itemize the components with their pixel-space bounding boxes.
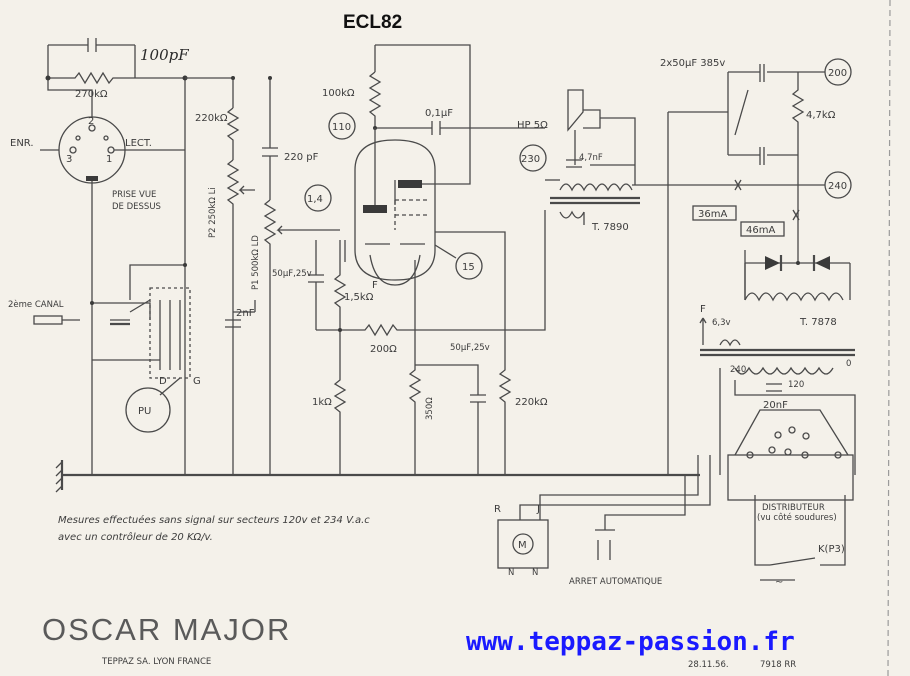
arret-label: ARRET AUTOMATIQUE xyxy=(569,577,662,587)
prise-vue-label: PRISE VUE xyxy=(112,190,156,200)
pu-label: PU xyxy=(138,406,151,417)
enr-label: ENR. xyxy=(10,138,34,149)
v200-label: 200 xyxy=(828,68,847,79)
p1-label: P1 500kΩ LD xyxy=(251,235,261,290)
tap120-label: 120 xyxy=(788,380,804,390)
kp-label: K(P3) xyxy=(818,544,845,555)
tube-title: ECL82 xyxy=(343,12,402,33)
power-supply: 2x50µF 385v 4,7kΩ 200 240 36mA 46mA F 6,… xyxy=(660,58,856,588)
c50u-b-label: 50µF,25v xyxy=(450,343,490,353)
cathode-network: 1,5kΩ 50µF,25v 200Ω 1kΩ 350Ω 50µF,25v 22… xyxy=(272,225,548,475)
c220p-label: 220 pF xyxy=(284,152,319,163)
cathode-f-label: F xyxy=(372,280,378,291)
pin1-label: 1 xyxy=(106,154,112,165)
output-stage: HP 5Ω 4,7nF 230 T. 7890 xyxy=(517,89,798,233)
motor-r-label: R xyxy=(494,504,501,515)
c50u-a-label: 50µF,25v xyxy=(272,269,312,279)
t7890-label: T. 7890 xyxy=(591,222,629,233)
v63-label: 6,3v xyxy=(712,318,731,328)
r1k-label: 1kΩ xyxy=(312,397,332,408)
pin2-label: 2 xyxy=(88,116,94,127)
note-line2: avec un contrôleur de 20 KΩ/v. xyxy=(58,531,213,543)
tap0-label: 0 xyxy=(846,359,851,369)
tap240-label: 240 xyxy=(730,365,746,375)
ground-bus xyxy=(55,460,700,493)
c20n-label: 20nF xyxy=(763,400,788,411)
v240-label: 240 xyxy=(828,181,847,192)
c2x50-label: 2x50µF 385v xyxy=(660,58,725,69)
distributeur-label: DISTRIBUTEUR xyxy=(762,503,825,513)
i36-label: 36mA xyxy=(698,209,727,220)
v230-label: 230 xyxy=(521,154,540,165)
i46-label: 46mA xyxy=(746,225,775,236)
page-edge xyxy=(887,0,891,676)
c-feedback-label: 100pF xyxy=(140,46,189,64)
motor-n2-label: N xyxy=(532,568,538,578)
volume-tone-section: 220kΩ P2 250kΩ Li 220 pF P1 500kΩ LD 2nF xyxy=(185,76,340,475)
v15-label: 15 xyxy=(462,262,475,273)
distributeur-sub-label: (vu côté soudures) xyxy=(757,512,837,523)
brand-title: OSCAR MAJOR xyxy=(42,612,291,647)
motor-m-label: M xyxy=(518,540,527,551)
c2n-label: 2nF xyxy=(236,308,255,319)
canal2-label: 2ème CANAL xyxy=(8,299,64,310)
maker-label: TEPPAZ SA. LYON FRANCE xyxy=(101,657,211,667)
motor-n1-label: N xyxy=(508,568,514,578)
r47k-label: 4,7kΩ xyxy=(806,110,836,121)
ref-date: 28.11.56. xyxy=(688,660,729,670)
r220k-top-label: 220kΩ xyxy=(195,113,228,124)
switch-d-label: D xyxy=(159,376,167,387)
v14-label: 1,4 xyxy=(307,194,323,205)
r350-label: 350Ω xyxy=(425,397,435,420)
ac-label: ~ xyxy=(775,577,783,588)
tr-f-label: F xyxy=(700,304,706,315)
tube-ecl82: 100kΩ 110 0,1µF 1,4 F 15 xyxy=(304,44,545,291)
motor-section: R J M N N ARRET AUTOMATIQUE xyxy=(494,455,711,587)
r220k-b-label: 220kΩ xyxy=(515,397,548,408)
note-line1: Mesures effectuées sans signal sur secte… xyxy=(58,514,370,526)
motor-j-label: J xyxy=(536,504,540,515)
website-url[interactable]: www.teppaz-passion.fr xyxy=(466,627,795,657)
p2-label: P2 250kΩ Li xyxy=(208,187,218,238)
input-section: 100pF 270kΩ 2 3 1 ENR. LECT. PRISE VUE D… xyxy=(8,38,201,475)
v110-label: 110 xyxy=(332,122,351,133)
r200-label: 200Ω xyxy=(370,344,397,355)
t7878-label: T. 7878 xyxy=(799,317,837,328)
c47n-label: 4,7nF xyxy=(579,153,603,163)
pin3-label: 3 xyxy=(66,154,72,165)
switch-g-label: G xyxy=(193,376,201,387)
hp-label: HP 5Ω xyxy=(517,120,548,131)
lect-label: LECT. xyxy=(125,138,152,149)
prise-dessus-label: DE DESSUS xyxy=(112,202,161,212)
c01u-label: 0,1µF xyxy=(425,108,453,119)
r15k-label: 1,5kΩ xyxy=(344,292,374,303)
ref-code: 7918 RR xyxy=(760,660,796,670)
r100k-label: 100kΩ xyxy=(322,88,355,99)
